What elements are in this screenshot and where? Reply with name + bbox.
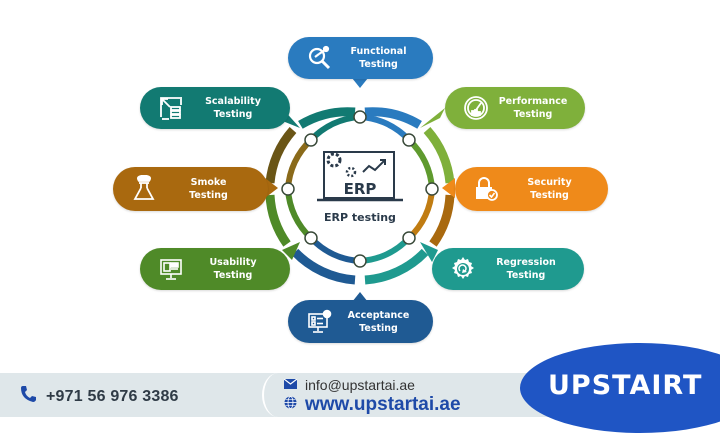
usability-label-line1: Usability [209, 257, 257, 268]
phone-contact[interactable]: +971 56 976 3386 [20, 385, 179, 408]
erp-badge-text: ERP [344, 180, 377, 198]
phone-icon [20, 385, 36, 408]
security-label-line2: Testing [530, 190, 569, 201]
functional-label-line2: Testing [359, 59, 398, 70]
erp-testing-diagram: ERP [265, 78, 455, 302]
flask-smoke-icon [129, 174, 159, 204]
smoke-label-line2: Testing [189, 190, 228, 201]
phone-number: +971 56 976 3386 [46, 387, 179, 405]
monitor-layout-icon [156, 254, 186, 284]
regression-label-line2: Testing [506, 270, 546, 281]
functional-label-line1: Functional [350, 46, 407, 57]
padlock-check-icon [471, 174, 501, 204]
regression-label-line1: Regression [496, 257, 556, 268]
center-title: ERP testing [324, 211, 396, 224]
email-contact[interactable]: info@upstartai.ae [283, 376, 415, 394]
company-logo-text: UPSTAIRT [548, 370, 703, 401]
erp-laptop-icon [317, 151, 403, 202]
usability-label-line2: Testing [213, 270, 253, 281]
monitor-checklist-icon [304, 307, 334, 337]
performance-label-line1: Performance [498, 96, 568, 107]
email-address: info@upstartai.ae [305, 377, 415, 393]
speedometer-icon [461, 93, 491, 123]
scale-server-icon [156, 93, 186, 123]
smoke-label-line1: Smoke [190, 177, 227, 188]
outer-ring [265, 107, 455, 285]
security-label-line1: Security [527, 177, 572, 188]
acceptance-label-line2: Testing [359, 322, 398, 334]
footer-divider [262, 373, 294, 417]
website-link[interactable]: www.upstartai.ae [284, 394, 461, 416]
ring-nodes [281, 110, 439, 268]
scalability-label-line1: Scalability [205, 96, 261, 107]
gear-cycle-icon [448, 254, 478, 284]
acceptance-label-line1: Acceptance [347, 309, 410, 321]
website-url: www.upstartai.ae [305, 394, 461, 415]
scalability-label-line2: Testing [213, 109, 253, 120]
magnifier-network-icon [304, 43, 334, 73]
performance-label-line2: Testing [513, 109, 553, 120]
